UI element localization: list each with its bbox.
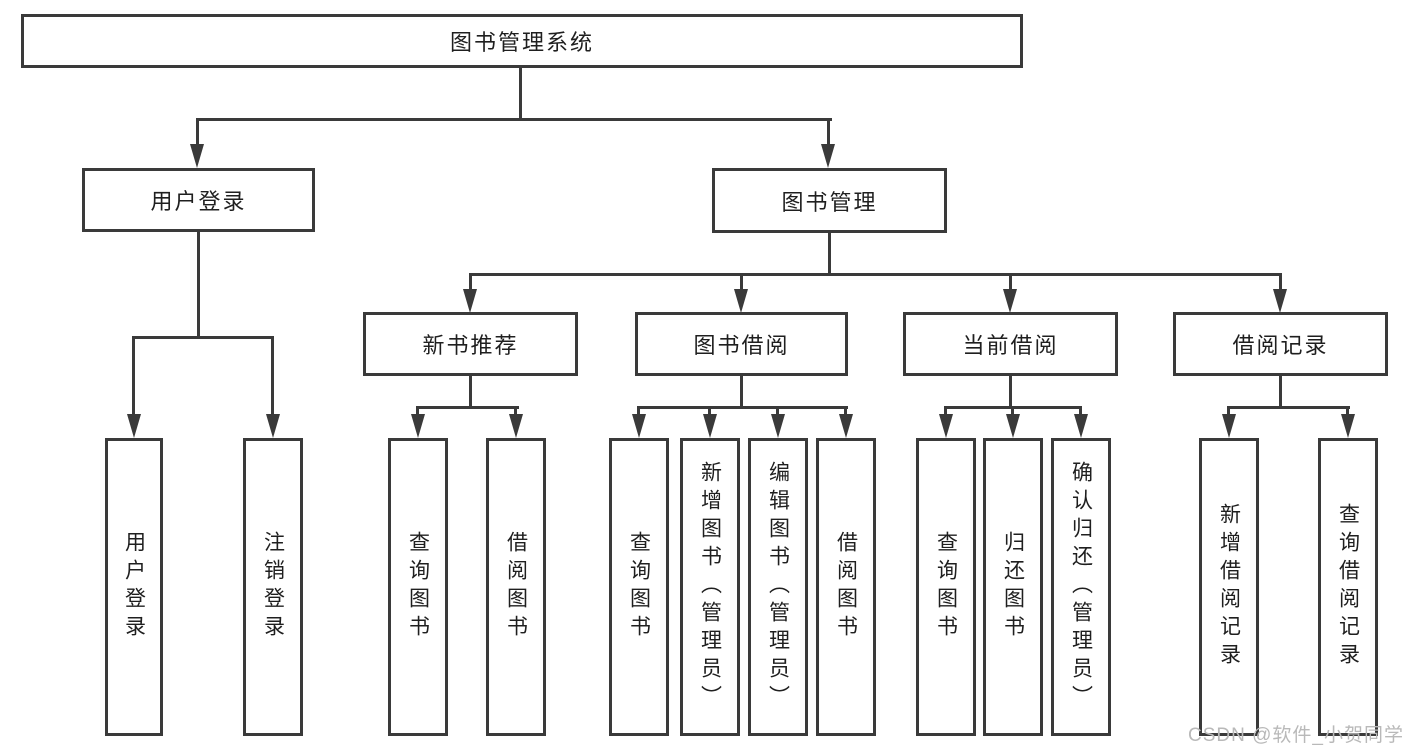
node-book-borrowing: 图书借阅	[635, 312, 848, 376]
connector-vline	[1279, 376, 1282, 409]
connector-hline	[637, 406, 848, 409]
connector-vline	[197, 232, 200, 339]
connector-vline	[196, 118, 199, 148]
node-label: 查询图书	[627, 531, 651, 643]
connector-vline	[519, 67, 522, 121]
arrow-down-icon	[1222, 414, 1236, 438]
arrow-down-icon	[509, 414, 523, 438]
leaf-add-borrow-record: 新增借阅记录	[1199, 438, 1259, 736]
leaf-logout: 注销登录	[243, 438, 303, 736]
leaf-borrow-books-1: 借阅图书	[486, 438, 546, 736]
connector-vline	[944, 406, 947, 420]
leaf-borrow-books-2: 借阅图书	[816, 438, 876, 736]
arrow-down-icon	[771, 414, 785, 438]
node-label: 图书管理	[781, 189, 878, 215]
arrow-down-icon	[632, 414, 646, 438]
connector-vline	[708, 406, 711, 420]
arrow-down-icon	[190, 144, 204, 168]
node-label: 归还图书	[1001, 531, 1025, 643]
connector-hline	[416, 406, 519, 409]
node-label: 新书推荐	[422, 333, 519, 358]
connector-vline	[1346, 406, 1349, 420]
csdn-watermark: CSDN @软件_小贺同学	[1188, 725, 1404, 746]
connector-vline	[1279, 273, 1282, 293]
connector-vline	[1079, 406, 1082, 420]
node-label: 新增借阅记录	[1217, 503, 1241, 671]
connector-vline	[740, 376, 743, 409]
leaf-edit-books-admin: 编辑图书（管理员）	[748, 438, 808, 736]
leaf-add-books-admin: 新增图书（管理员）	[680, 438, 740, 736]
arrow-down-icon	[734, 289, 748, 313]
node-label: 查询借阅记录	[1336, 503, 1360, 671]
node-label: 用户登录	[122, 531, 146, 643]
connector-vline	[827, 118, 830, 148]
leaf-query-books-3: 查询图书	[916, 438, 976, 736]
connector-hline	[132, 336, 274, 339]
leaf-return-books: 归还图书	[983, 438, 1043, 736]
node-label: 查询图书	[406, 531, 430, 643]
connector-hline	[1227, 406, 1350, 409]
node-current-borrowing: 当前借阅	[903, 312, 1118, 376]
connector-vline	[469, 273, 472, 293]
arrow-down-icon	[703, 414, 717, 438]
arrow-down-icon	[1003, 289, 1017, 313]
connector-vline	[740, 273, 743, 293]
connector-vline	[514, 406, 517, 420]
connector-vline	[271, 336, 274, 420]
arrow-down-icon	[821, 144, 835, 168]
arrow-down-icon	[1006, 414, 1020, 438]
arrow-down-icon	[127, 414, 141, 438]
connector-vline	[132, 336, 135, 420]
connector-hline	[469, 273, 1282, 276]
node-label: 当前借阅	[962, 333, 1059, 358]
node-label: 借阅图书	[504, 531, 528, 643]
connector-vline	[776, 406, 779, 420]
leaf-user-login: 用户登录	[105, 438, 163, 736]
node-label: 确认归还（管理员）	[1069, 461, 1093, 713]
leaf-query-books-2: 查询图书	[609, 438, 669, 736]
node-library-management-system: 图书管理系统	[21, 14, 1023, 68]
connector-vline	[637, 406, 640, 420]
arrow-down-icon	[1074, 414, 1088, 438]
node-label: 借阅记录	[1232, 333, 1329, 358]
arrow-down-icon	[939, 414, 953, 438]
node-book-management: 图书管理	[712, 168, 947, 233]
connector-vline	[1011, 406, 1014, 420]
arrow-down-icon	[1273, 289, 1287, 313]
node-user-login: 用户登录	[82, 168, 315, 232]
connector-hline	[196, 118, 832, 121]
arrow-down-icon	[463, 289, 477, 313]
connector-vline	[469, 376, 472, 409]
node-new-book-recommend: 新书推荐	[363, 312, 578, 376]
connector-vline	[1009, 273, 1012, 293]
node-label: 注销登录	[261, 531, 285, 643]
node-label: 图书管理系统	[449, 30, 594, 55]
node-label: 查询图书	[934, 531, 958, 643]
node-borrowing-records: 借阅记录	[1173, 312, 1388, 376]
connector-vline	[1009, 376, 1012, 409]
connector-vline	[1227, 406, 1230, 420]
connector-vline	[416, 406, 419, 420]
node-label: 新增图书（管理员）	[698, 461, 722, 713]
leaf-query-books-1: 查询图书	[388, 438, 448, 736]
node-label: 用户登录	[150, 189, 247, 214]
node-label: 图书借阅	[693, 333, 790, 358]
leaf-confirm-return-admin: 确认归还（管理员）	[1051, 438, 1111, 736]
arrow-down-icon	[266, 414, 280, 438]
arrow-down-icon	[1341, 414, 1355, 438]
connector-vline	[828, 233, 831, 276]
arrow-down-icon	[839, 414, 853, 438]
leaf-query-borrow-record: 查询借阅记录	[1318, 438, 1378, 736]
node-label: 借阅图书	[834, 531, 858, 643]
arrow-down-icon	[411, 414, 425, 438]
node-label: 编辑图书（管理员）	[766, 461, 790, 713]
connector-vline	[844, 406, 847, 420]
